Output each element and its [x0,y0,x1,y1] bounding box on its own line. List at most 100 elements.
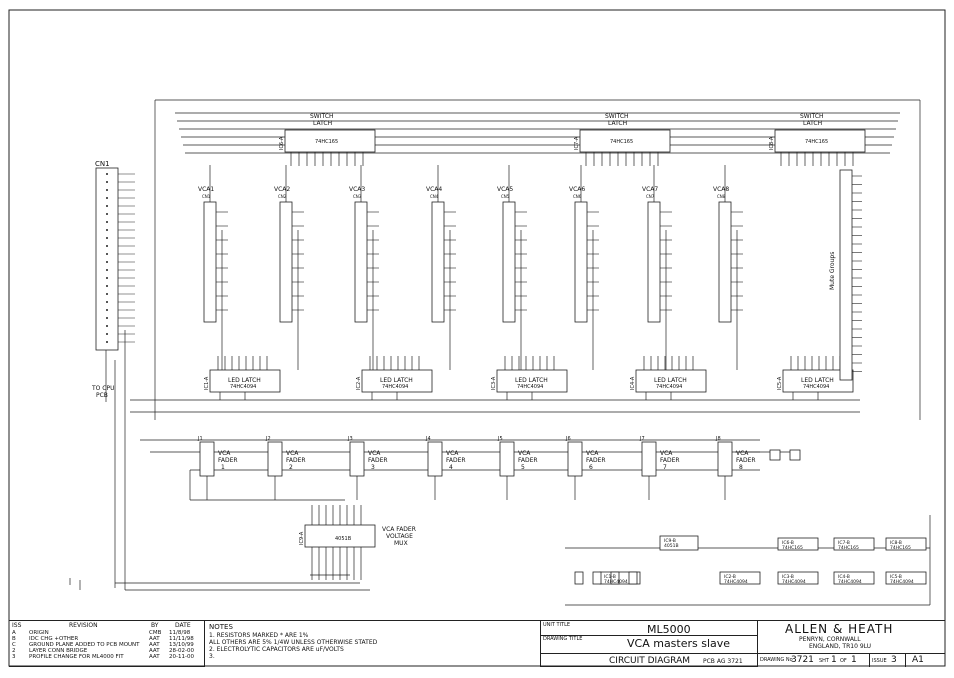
revision-by: AAT [149,648,160,654]
vca-connector-cn-2: CN2 [278,194,287,199]
vca-connector-name-8: VCA8 [713,186,729,193]
vca-fader-5 [499,441,515,477]
drawing-title: VCA masters slave [627,637,731,650]
power-ic-7 [777,571,819,585]
cn1-pin-dot [106,229,108,231]
vca-connector-1 [203,201,217,323]
revision-table [9,621,205,667]
vca-fader-7 [641,441,657,477]
switch-latch-title-3: SWITCH [800,113,824,120]
revision-iss: B [12,636,16,642]
cn1-pin-dot [106,245,108,247]
revision-date: 11/8/98 [169,630,191,636]
note-2: 2. ELECTROLYTIC CAPACITORS ARE uF/VOLTS [209,646,344,653]
switch-latch-title-1: SWITCH [310,113,334,120]
fader-jack-1: J1 [197,436,203,442]
vca-connector-5 [502,201,516,323]
revision-by: AAT [149,642,160,648]
mux-title3: MUX [394,540,408,547]
led-latch-part-2: 74HC4094 [382,384,408,390]
switch-latch-title2-2: LATCH [608,120,627,127]
switch-latch-part-2: 74HC165 [610,139,633,145]
decoupling-cap [592,571,602,585]
led-latch-part-1: 74HC4094 [230,384,256,390]
mux-title2: VOLTAGE [386,533,413,540]
cn1-pin-dot [106,341,108,343]
fader-jack-3: J3 [347,436,353,442]
fader-label2-3: FADER [368,457,388,464]
fader-label2-2: FADER [286,457,306,464]
switch-latch-part-3: 74HC165 [805,139,828,145]
circuit-diagram-label: CIRCUIT DIAGRAM [609,656,690,666]
power-ic-part-8: 74HC4094 [838,579,862,585]
vca-connector-cn-7: CN7 [646,194,655,199]
of-number: 1 [851,655,857,665]
fader-label2-4: FADER [446,457,466,464]
decoupling-cap [574,571,584,585]
revision-text: GROUND PLANE ADDED TO PCB MOUNT [29,642,140,648]
cn1-pin-dot [106,285,108,287]
led-latch-title-1: LED LATCH [228,377,261,384]
revision-by: AAT [149,654,160,660]
of-label: OF [840,658,847,664]
vca-connector-name-6: VCA6 [569,186,585,193]
led-latch-ref-2: IC2-A [356,376,362,390]
power-ic-ref-7: IC3-B [782,574,794,580]
mux-ref: IC9-A [299,531,305,545]
revision-by: CMB [149,630,162,636]
vca-connector-cn-1: CN1 [202,194,211,199]
power-ic-ref-5: IC1-B [604,574,616,580]
power-ic-part-5: 74HC4094 [604,579,628,585]
fader-label-3: VCA [368,450,381,457]
led-latch-part-4: 74HC4094 [656,384,682,390]
unit-title-label: UNIT TITLE [543,622,571,628]
note-1b: ALL OTHERS ARE 5% 1/4W UNLESS OTHERWISE … [209,639,378,646]
fader-number-5: 5 [521,464,525,471]
revision-date: 20-11-00 [169,654,194,660]
power-ic-ref-8: IC4-B [838,574,850,580]
led-latch-4 [635,369,707,393]
power-ic-8 [833,571,875,585]
revision-text: IDC CHG +OTHER [29,636,79,642]
fader-label2-7: FADER [660,457,680,464]
vca-connector-8 [718,201,732,323]
iss-header: ISS [12,622,22,629]
power-ic-ref-4: IC8-B [890,540,902,546]
power-ic-ref-9: IC5-B [890,574,902,580]
fader-label2-6: FADER [586,457,606,464]
power-ic-part-3: 74HC165 [838,545,859,551]
vca-connector-name-2: VCA2 [274,186,290,193]
address-line-2: ENGLAND, TR10 9LU [809,643,872,650]
cap-1 [769,449,781,461]
vca-connector-cn-8: CN8 [717,194,726,199]
mute-groups-label: Mute Groups [829,252,836,290]
vca-connector-3 [354,201,368,323]
issue-number: 3 [891,655,897,665]
sheet-border [8,9,946,667]
vca-fader-6 [567,441,583,477]
cn1-pin-dot [106,325,108,327]
revision-date: 28-02-00 [169,648,194,654]
revision-iss: A [12,630,16,636]
unit-title-box [540,621,758,667]
cap-2 [789,449,801,461]
vca-connector-cn-6: CN6 [573,194,582,199]
voltage-mux [304,524,376,548]
switch-latch-title-2: SWITCH [605,113,629,120]
switch-latch-1 [284,129,376,153]
fader-number-7: 7 [663,464,667,471]
fader-label-6: VCA [586,450,599,457]
cn1-pin-dot [106,221,108,223]
vca-connector-cn-4: CN4 [430,194,439,199]
led-latch-ref-4: IC4-A [630,376,636,390]
vca-fader-2 [267,441,283,477]
power-ic-1 [659,535,699,551]
fader-label-2: VCA [286,450,299,457]
vca-connector-name-5: VCA5 [497,186,513,193]
cn1-pin-dot [106,293,108,295]
cn1-label: CN1 [95,160,110,168]
note-1: 1. RESISTORS MARKED * ARE 1% [209,632,309,639]
power-ic-part-6: 74HC4094 [724,579,748,585]
notes-title: NOTES [209,623,233,631]
